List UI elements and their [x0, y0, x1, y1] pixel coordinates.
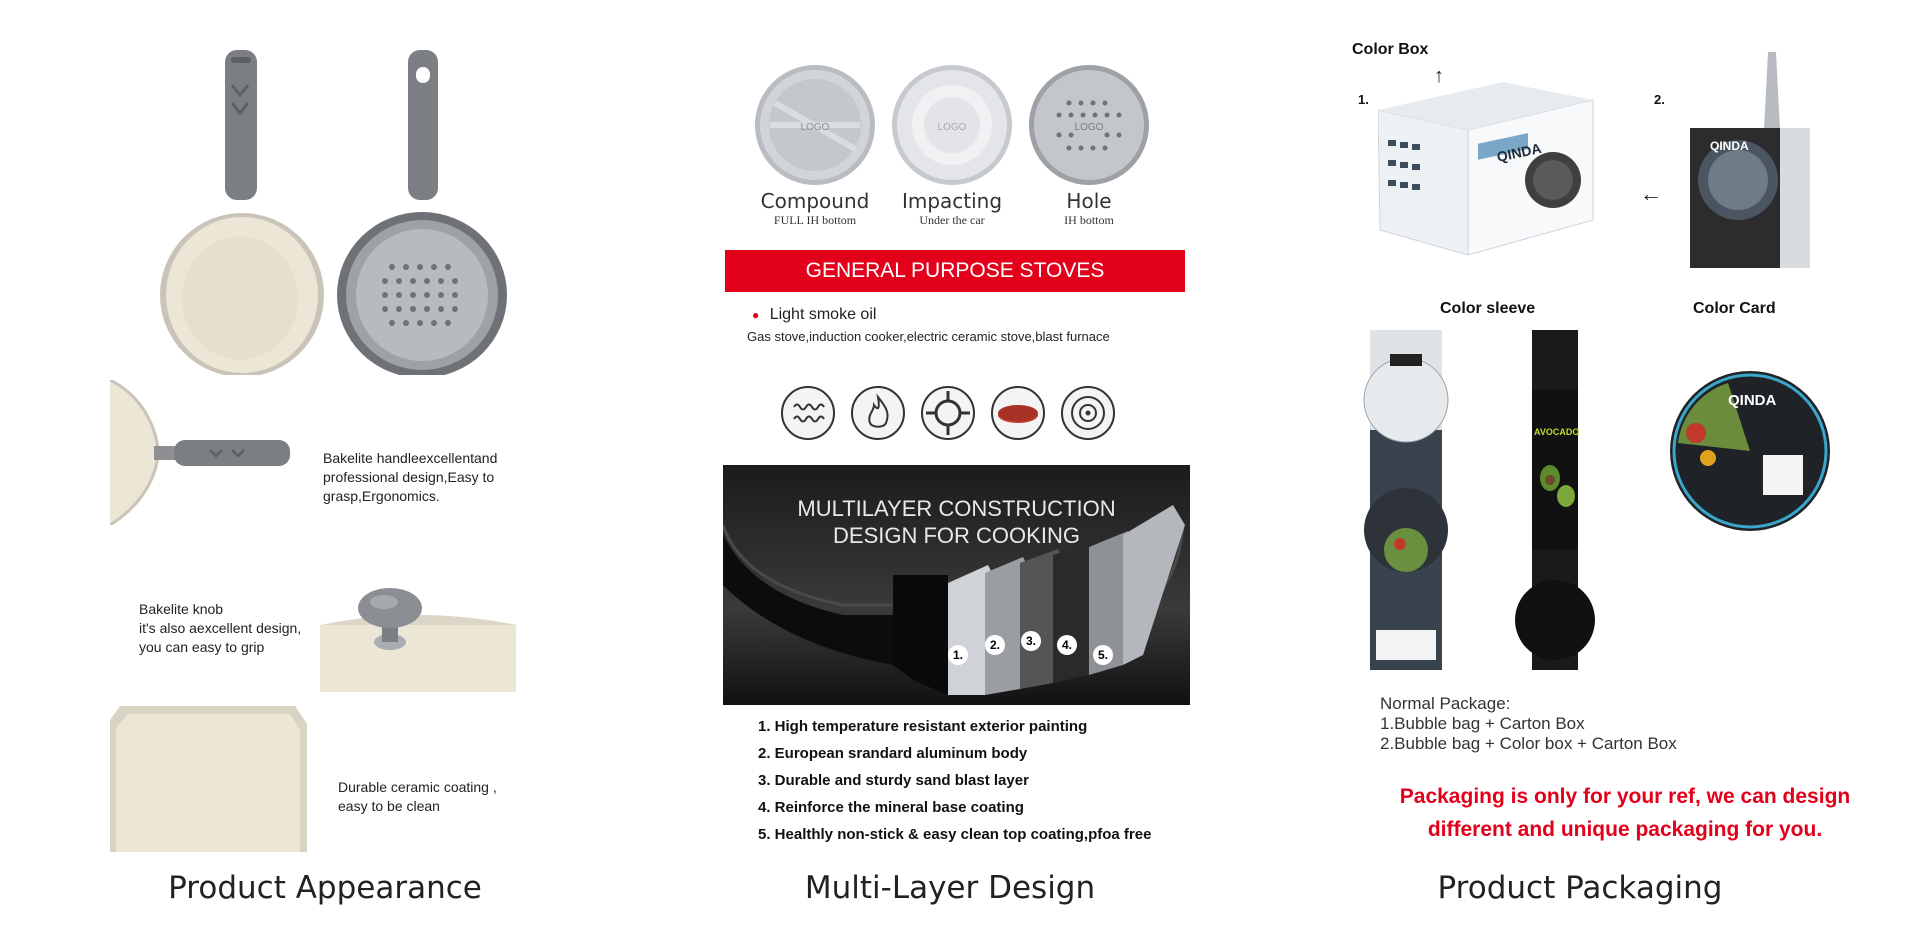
- bottom-title: Compound: [760, 189, 870, 213]
- layer-number-4: 4.: [1057, 635, 1077, 655]
- bullet-line: ● Light smoke oil: [752, 306, 876, 324]
- svg-text:AVOCADO: AVOCADO: [1534, 427, 1579, 437]
- coating-closeup-image: [110, 706, 307, 852]
- handle-note: Bakelite handleexcellentand professional…: [323, 450, 498, 504]
- multilayer-caption: Multi-Layer Design: [804, 870, 1096, 906]
- knob-closeup-image: [320, 588, 516, 692]
- bottom-title: Hole: [1066, 189, 1112, 213]
- bottom-sub: FULL IH bottom: [773, 213, 857, 227]
- layer-number-1: 1.: [948, 645, 968, 665]
- packaging-red-note: Packaging is only for your ref, we can d…: [1399, 785, 1851, 841]
- color-box-image: QINDA: [1378, 82, 1594, 256]
- knob-note: Bakelite knob it's also aexcellent desig…: [139, 601, 302, 655]
- gas-burner-icon: [921, 386, 975, 440]
- up-arrow-icon: ↑: [1434, 65, 1444, 87]
- color-box-label: Color Box: [1352, 41, 1429, 58]
- bottom-hole: LOGO Hole IH bottom: [1014, 63, 1164, 228]
- stoves-text: Gas stove,induction cooker,electric cera…: [747, 329, 1110, 344]
- hole-bottom-icon: LOGO: [1029, 65, 1149, 185]
- flame-icon: [851, 386, 905, 440]
- packaging-caption: Product Packaging: [1437, 870, 1723, 906]
- normal-package: Normal Package: 1.Bubble bag + Carton Bo…: [1380, 694, 1760, 754]
- color-card-image: QINDA: [1670, 371, 1830, 531]
- handle-closeup-image: [110, 380, 290, 525]
- color-sleeve-1-image: [1363, 330, 1449, 670]
- layers-list: 1. High temperature resistant exterior p…: [758, 718, 1178, 853]
- cream-pot-image: [160, 50, 324, 375]
- appearance-caption: Product Appearance: [168, 870, 482, 906]
- ceramic-plate-icon: [991, 386, 1045, 440]
- induction-icon: [1061, 386, 1115, 440]
- list-item: 3. Durable and sturdy sand blast layer: [758, 772, 1029, 789]
- left-arrow-icon: ←: [1640, 181, 1662, 206]
- bottom-impacting: LOGO Impacting Under the car: [877, 63, 1027, 228]
- normal-package-line: 1.Bubble bag + Carton Box: [1380, 714, 1585, 733]
- coil-stove-icon: [781, 386, 835, 440]
- multilayer-panel: MULTILAYER CONSTRUCTION DESIGN FOR COOKI…: [723, 465, 1190, 705]
- list-item: 1. High temperature resistant exterior p…: [758, 718, 1088, 735]
- bottom-compound: LOGO Compound FULL IH bottom: [740, 63, 890, 228]
- layer-number-2: 2.: [985, 635, 1005, 655]
- number-2: 2.: [1654, 92, 1665, 107]
- layer-number-3: 3.: [1021, 631, 1041, 651]
- normal-package-title: Normal Package:: [1380, 694, 1511, 713]
- svg-text:LOGO: LOGO: [938, 122, 967, 133]
- compound-bottom-icon: LOGO: [755, 65, 875, 185]
- bottom-sub: IH bottom: [1064, 213, 1114, 227]
- red-dot-icon: ●: [752, 307, 760, 322]
- bottom-sub: Under the car: [919, 213, 985, 227]
- layer-title: MULTILAYER CONSTRUCTION DESIGN FOR COOKI…: [797, 496, 1116, 548]
- color-sleeve-2-image: AVOCADO: [1515, 330, 1595, 670]
- pot-bottom-image: [337, 50, 507, 375]
- list-item: 2. European srandard aluminum body: [758, 745, 1028, 762]
- layer-number-5: 5.: [1093, 645, 1113, 665]
- number-1: 1.: [1358, 92, 1369, 107]
- impacting-bottom-icon: LOGO: [892, 65, 1012, 185]
- svg-text:LOGO: LOGO: [1075, 122, 1104, 133]
- coating-note: Durable ceramic coating , easy to be cle…: [338, 779, 497, 814]
- bullet-text: Light smoke oil: [769, 306, 877, 323]
- normal-package-line: 2.Bubble bag + Color box + Carton Box: [1380, 734, 1677, 753]
- svg-text:QINDA: QINDA: [1710, 139, 1749, 153]
- frying-pan-box-image: QINDA: [1690, 52, 1810, 268]
- pan-cross-section-image: [723, 505, 1185, 695]
- color-sleeve-label: Color sleeve: [1440, 300, 1536, 317]
- bottom-title: Impacting: [901, 189, 1003, 213]
- list-item: 5. Healthly non-stick & easy clean top c…: [758, 826, 1152, 843]
- list-item: 4. Reinforce the mineral base coating: [758, 799, 1024, 816]
- stoves-banner: GENERAL PURPOSE STOVES: [725, 250, 1185, 292]
- svg-text:LOGO: LOGO: [801, 122, 830, 133]
- color-card-label: Color Card: [1693, 300, 1776, 317]
- svg-text:QINDA: QINDA: [1728, 392, 1777, 409]
- stove-icons-row: [780, 385, 1130, 441]
